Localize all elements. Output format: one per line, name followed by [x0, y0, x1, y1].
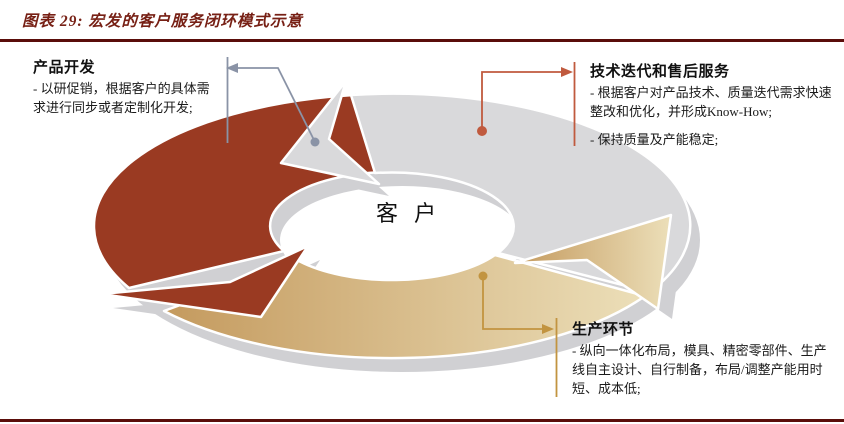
arrow-right-icon	[561, 67, 573, 77]
cycle-arrow-gray-head-icon	[279, 79, 381, 186]
block-tech-heading: 技术迭代和售后服务	[590, 64, 730, 80]
title-underline	[0, 39, 844, 42]
arrow-right-icon	[542, 324, 554, 334]
center-label-customer: 客户	[375, 201, 452, 226]
figure-title: 图表 29: 宏发的客户服务闭环模式示意	[22, 13, 303, 30]
connector-product-line	[234, 67, 316, 143]
block-production-heading: 生产环节	[572, 322, 635, 338]
block-product-heading: 产品开发	[33, 60, 96, 76]
block-tech-service: 技术迭代和售后服务 - 根据客户对产品技术、质量迭代需求快速整改和优化，并形成K…	[590, 60, 838, 159]
connector-product	[226, 57, 320, 147]
block-production-body: - 纵向一体化布局，模具、精密零部件、生产线自主设计、自行制备，布局/调整产能用…	[572, 343, 827, 396]
connector-tech	[477, 62, 576, 146]
connector-tech-line	[481, 71, 564, 131]
arrow-left-icon	[226, 63, 238, 73]
block-product-development: 产品开发 - 以研促销，根据客户的具体需求进行同步或者定制化开发;	[33, 56, 221, 127]
connector-production-dot-icon	[478, 271, 488, 281]
connector-tech-dot-icon	[477, 126, 487, 136]
block-product-body: - 以研促销，根据客户的具体需求进行同步或者定制化开发;	[33, 81, 210, 115]
connector-production	[478, 271, 558, 397]
block-tech-body-1: - 根据客户对产品技术、质量迭代需求快速整改和优化，并形成Know-How;	[590, 85, 832, 119]
cycle-arrow-tan-head-icon	[513, 213, 673, 311]
figure-bottom-border	[0, 419, 844, 422]
connector-product-dot-icon	[310, 137, 320, 147]
block-tech-body-2: - 保持质量及产能稳定;	[590, 131, 719, 147]
cycle-arrow-red-head-icon	[99, 244, 310, 319]
connector-production-line	[482, 276, 545, 330]
block-production: 生产环节 - 纵向一体化布局，模具、精密零部件、生产线自主设计、自行制备，布局/…	[572, 318, 836, 408]
